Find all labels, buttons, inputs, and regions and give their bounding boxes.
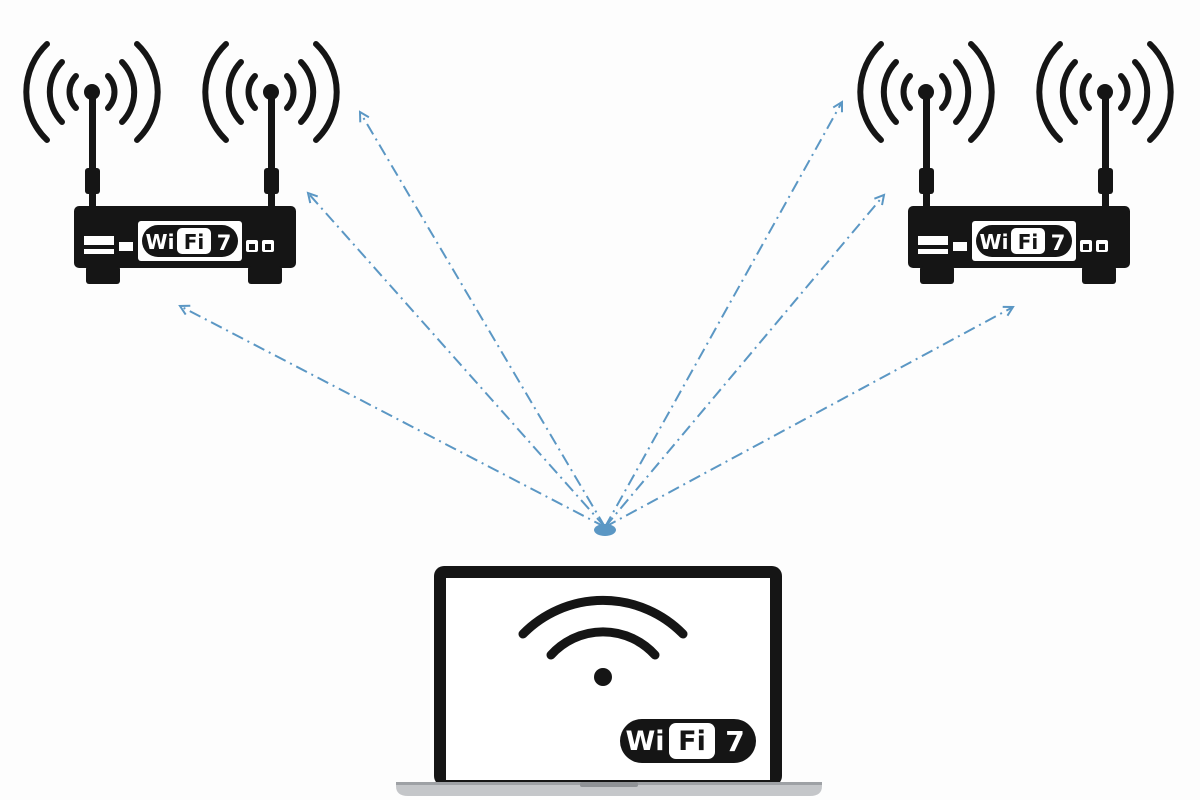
badge-gen-text: 7 <box>1051 231 1066 255</box>
wifi7-badge: Wi Fi 7 <box>972 221 1076 261</box>
badge-wi-text: Wi <box>625 726 664 757</box>
badge-gen-text: 7 <box>217 231 232 255</box>
laptop: Wi Fi 7 <box>396 566 822 796</box>
wifi-signal-icon <box>518 595 688 686</box>
router-left: Wi Fi 7 <box>26 44 336 284</box>
link-to-router-left-3 <box>180 306 606 528</box>
link-origin-point <box>594 524 616 536</box>
link-to-router-right-3 <box>604 307 1013 528</box>
badge-fi-text: Fi <box>1018 230 1039 254</box>
link-to-router-left-2 <box>308 193 606 528</box>
link-to-router-right-1 <box>604 102 842 528</box>
wifi7-badge: Wi Fi 7 <box>616 715 760 767</box>
badge-wi-text: Wi <box>980 230 1009 254</box>
badge-fi-text: Fi <box>678 726 706 757</box>
connection-links <box>180 102 1013 536</box>
badge-fi-text: Fi <box>184 230 205 254</box>
badge-wi-text: Wi <box>146 230 175 254</box>
badge-gen-text: 7 <box>725 725 744 758</box>
link-to-router-left-1 <box>360 112 606 528</box>
link-to-router-right-2 <box>604 195 884 528</box>
wifi7-badge: Wi Fi 7 <box>138 221 242 261</box>
router-right: Wi Fi 7 <box>860 44 1170 284</box>
